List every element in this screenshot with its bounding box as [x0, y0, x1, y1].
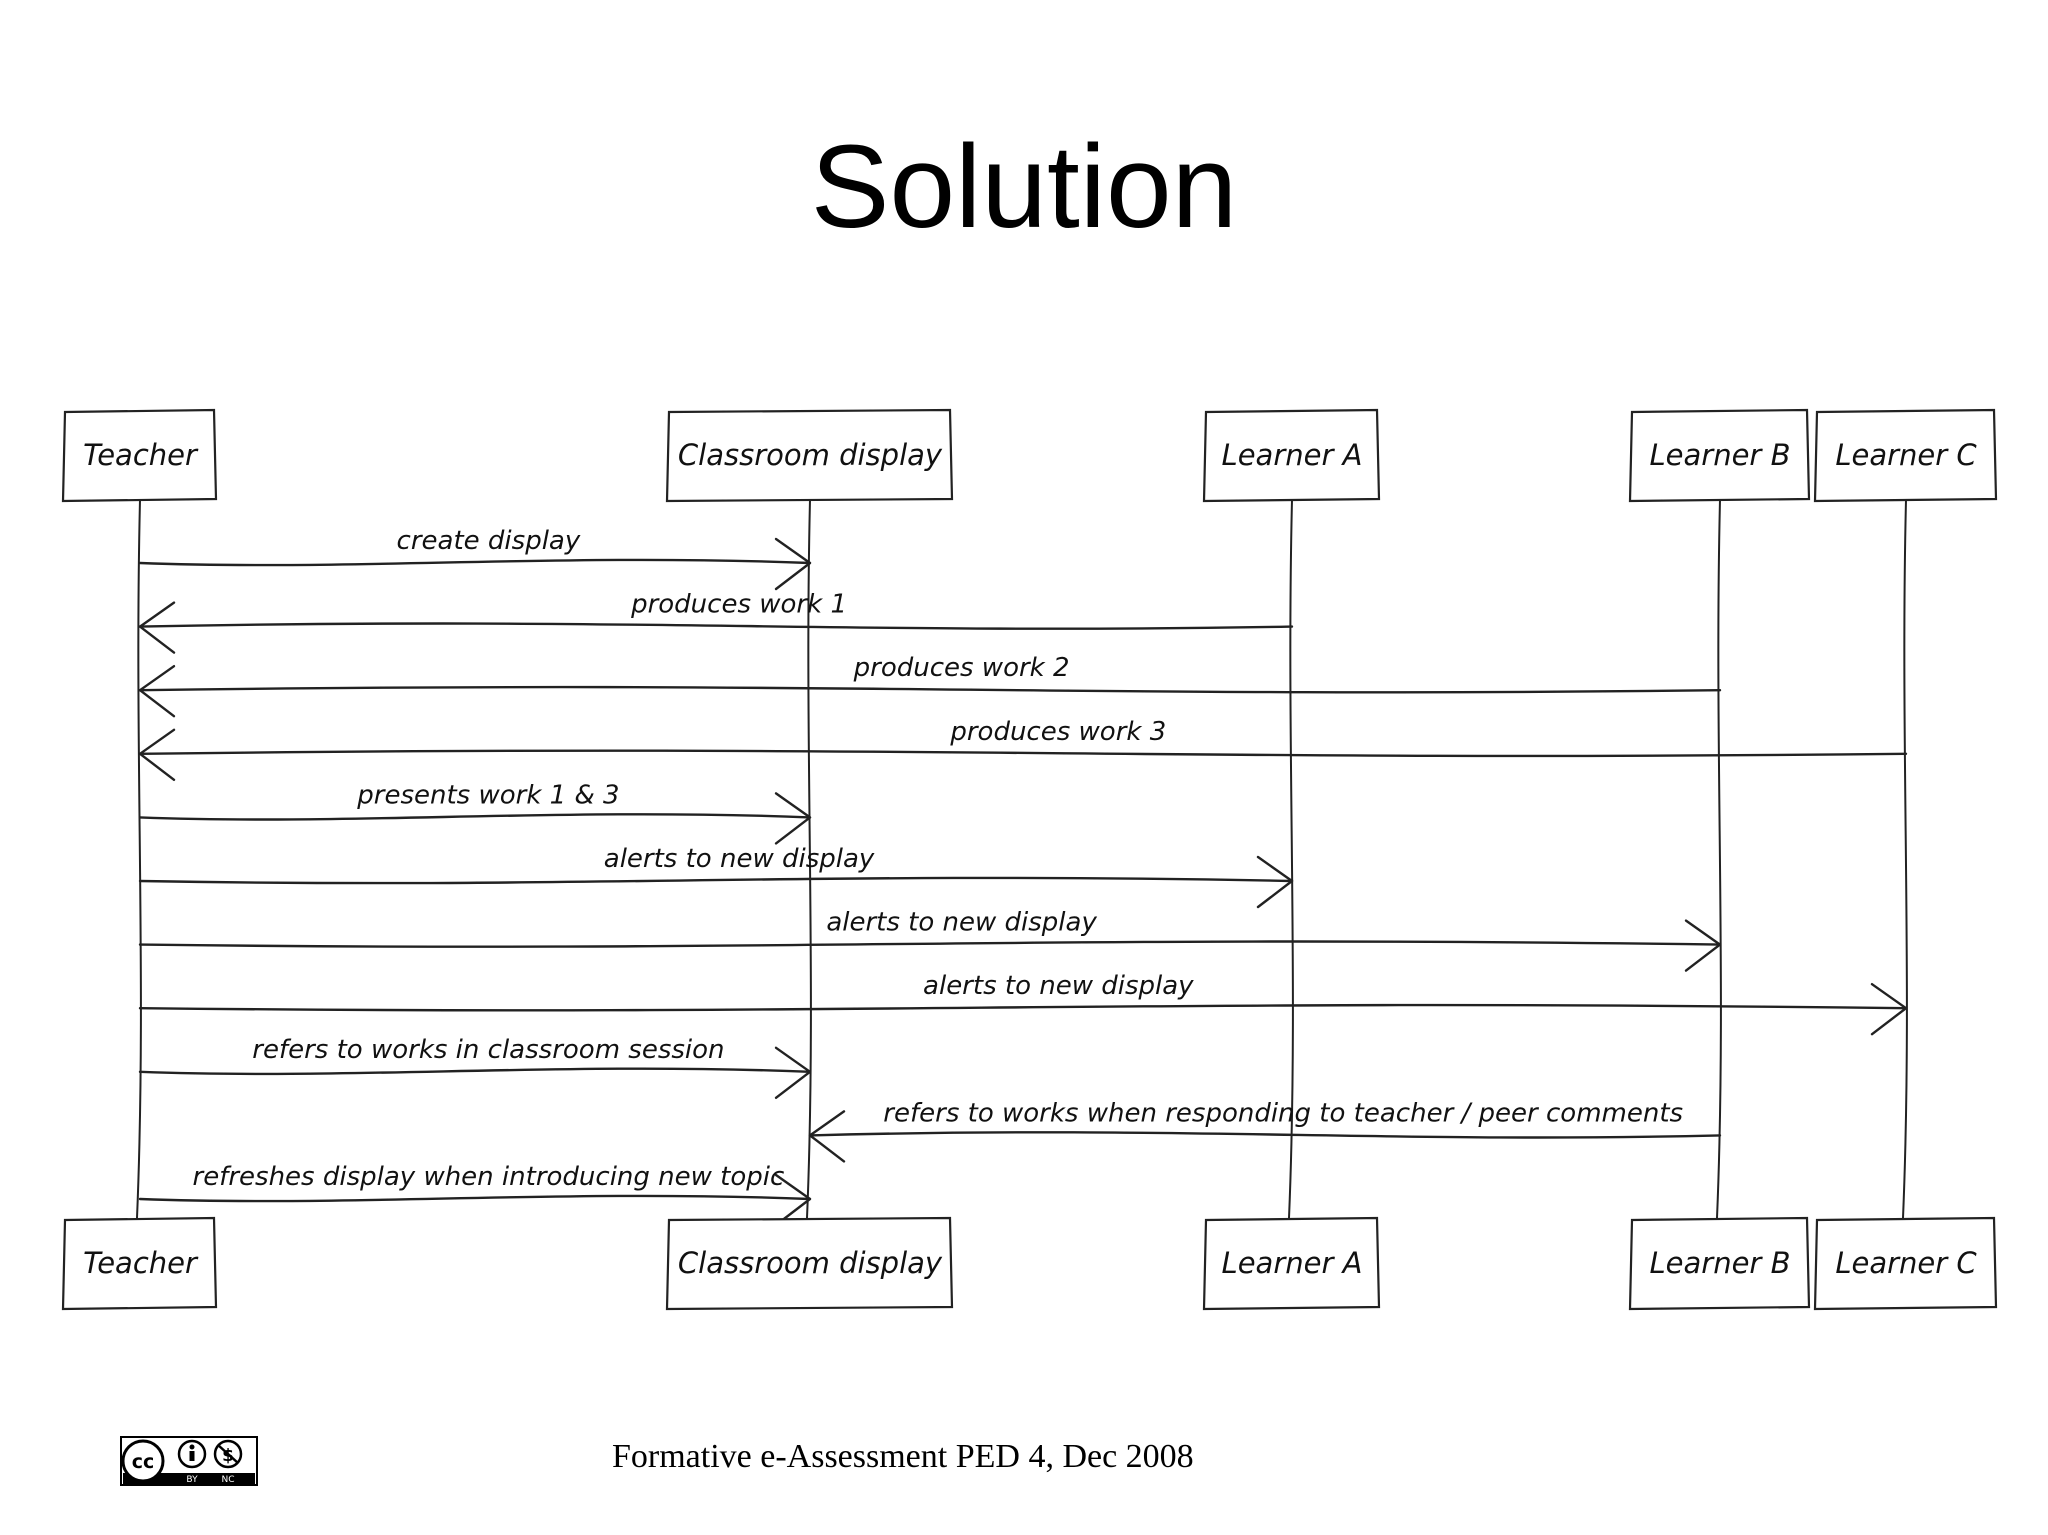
- participant-box-frame: [665, 1216, 954, 1311]
- lifeline-teacher: [136, 499, 142, 1219]
- message-2: produces work 1: [138, 590, 1294, 654]
- message-arrow-line: [808, 1131, 1722, 1139]
- message-label: produces work 3: [949, 717, 1166, 747]
- message-label: create display: [397, 526, 581, 556]
- message-1: create display: [138, 526, 812, 591]
- participant-label: Classroom display: [678, 1246, 943, 1280]
- participant-box-learnerC-bottom: Learner C: [1813, 1216, 1998, 1311]
- arrowhead-icon: [1256, 855, 1294, 909]
- participant-box-frame: [61, 408, 218, 503]
- participant-box-frame: [1813, 408, 1998, 503]
- message-label: produces work 2: [853, 653, 1070, 683]
- message-arrow-line: [138, 749, 1908, 758]
- lifeline-display: [806, 499, 812, 1219]
- message-arrow-line: [138, 876, 1294, 885]
- svg-text:cc: cc: [132, 1451, 155, 1473]
- arrowhead-icon: [1684, 919, 1722, 972]
- message-arrow-line: [138, 685, 1722, 694]
- message-label: alerts to new display: [923, 971, 1194, 1001]
- participant-label: Learner C: [1835, 1246, 1977, 1280]
- participant-box-teacher-bottom: Teacher: [61, 1216, 218, 1311]
- messages: create display produces work 1 produces wo…: [138, 526, 1908, 1227]
- message-arrow-line: [138, 1003, 1908, 1012]
- lifeline-learnerA: [1288, 499, 1294, 1219]
- cc-by-nc-icon[interactable]: cc $ BY NC: [120, 1436, 258, 1486]
- message-arrow-line: [138, 558, 812, 567]
- participant-label: Teacher: [83, 438, 199, 472]
- message-label: alerts to new display: [604, 844, 875, 874]
- message-arrow-line: [138, 940, 1722, 948]
- arrowhead-icon: [138, 728, 176, 781]
- arrowhead-icon: [774, 537, 812, 591]
- participant-label: Learner C: [1835, 438, 1977, 472]
- participant-box-learnerA-bottom: Learner A: [1202, 1216, 1381, 1311]
- message-3: produces work 2: [138, 653, 1722, 718]
- arrowhead-icon: [138, 665, 176, 718]
- participant-box-frame: [665, 408, 954, 503]
- footer-text: Formative e-Assessment PED 4, Dec 2008: [612, 1438, 1194, 1475]
- participant-box-learnerB-top: Learner B: [1628, 408, 1811, 503]
- participant-label: Learner B: [1650, 1246, 1791, 1280]
- participant-box-display-top: Classroom display: [665, 408, 954, 503]
- message-arrow-line: [138, 622, 1294, 630]
- participant-box-display-bottom: Classroom display: [665, 1216, 954, 1311]
- message-5: presents work 1 & 3: [138, 780, 812, 845]
- message-label: alerts to new display: [826, 908, 1097, 938]
- arrowhead-icon: [138, 601, 176, 654]
- participant-box-learnerB-bottom: Learner B: [1628, 1216, 1811, 1311]
- participant-box-teacher-top: Teacher: [61, 408, 218, 503]
- participant-label: Learner B: [1650, 438, 1791, 472]
- message-6: alerts to new display: [138, 844, 1294, 909]
- message-arrow-line: [138, 813, 812, 821]
- message-arrow-line: [138, 1067, 812, 1076]
- participant-box-frame: [1628, 1216, 1811, 1311]
- arrowhead-icon: [774, 792, 812, 845]
- message-4: produces work 3: [138, 717, 1908, 781]
- arrowhead-icon: [1870, 983, 1908, 1036]
- message-11: refreshes display when introducing new t…: [138, 1162, 812, 1227]
- participant-box-frame: [1202, 1216, 1381, 1311]
- cc-nc-label: NC: [221, 1475, 234, 1485]
- arrowhead-icon: [774, 1046, 812, 1099]
- message-9: refers to works in classroom session: [138, 1035, 812, 1099]
- lifeline-learnerB: [1716, 499, 1722, 1219]
- slide-title: Solution: [810, 121, 1238, 253]
- message-arrow-line: [138, 1194, 812, 1203]
- message-7: alerts to new display: [138, 908, 1722, 972]
- participant-box-frame: [1202, 408, 1381, 503]
- arrowhead-icon: [808, 1110, 846, 1163]
- participant-label: Classroom display: [678, 438, 943, 472]
- lifeline-learnerC: [1902, 499, 1908, 1219]
- message-label: presents work 1 & 3: [356, 780, 619, 810]
- participant-label: Learner A: [1222, 1246, 1363, 1280]
- participant-label: Teacher: [83, 1246, 199, 1280]
- message-label: refers to works in classroom session: [252, 1035, 724, 1065]
- participant-box-learnerA-top: Learner A: [1202, 408, 1381, 503]
- message-label: refers to works when responding to teach…: [883, 1098, 1683, 1128]
- participant-box-frame: [1813, 1216, 1998, 1311]
- message-label: refreshes display when introducing new t…: [193, 1162, 785, 1192]
- svg-text:$: $: [222, 1446, 234, 1466]
- arrowhead-icon: [774, 1173, 812, 1227]
- participant-box-learnerC-top: Learner C: [1813, 408, 1998, 503]
- message-8: alerts to new display: [138, 971, 1908, 1036]
- lifelines: [136, 499, 1908, 1219]
- message-label: produces work 1: [630, 590, 847, 620]
- participant-box-frame: [61, 1216, 218, 1311]
- cc-by-label: BY: [186, 1475, 198, 1485]
- message-10: refers to works when responding to teach…: [808, 1098, 1722, 1163]
- participant-box-frame: [1628, 408, 1811, 503]
- participant-label: Learner A: [1222, 438, 1363, 472]
